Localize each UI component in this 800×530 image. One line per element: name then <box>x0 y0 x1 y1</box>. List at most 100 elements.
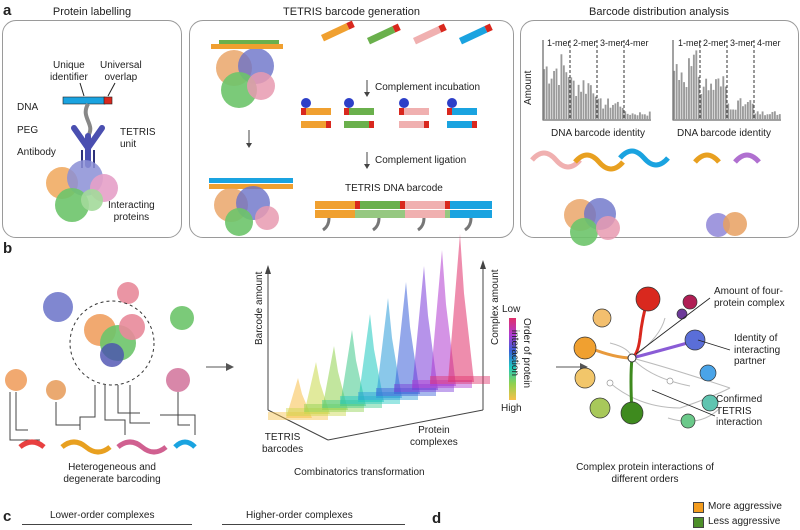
histogram-bar <box>555 68 558 120</box>
tetris-dna-barcode-label: TETRIS DNA barcode <box>345 183 443 194</box>
histogram-bar <box>592 93 595 120</box>
histogram-bar <box>769 114 771 120</box>
density-ridge <box>340 330 366 406</box>
density-band <box>322 400 382 408</box>
histogram-bar <box>562 65 565 120</box>
histogram-bar <box>636 115 639 120</box>
barcode-generation-title: TETRIS barcode generation <box>283 6 420 18</box>
hist2-mer-2: 2-mer <box>703 38 727 48</box>
density-band <box>286 408 346 416</box>
histogram-bar <box>727 103 730 120</box>
interaction-network <box>573 286 731 429</box>
tetris-barcodes-label: TETRIS barcodes <box>262 432 304 455</box>
barcode-distribution-title: Barcode distribution analysis <box>588 6 730 18</box>
more-aggressive-swatch <box>693 502 704 513</box>
histogram-bar <box>639 112 641 120</box>
histogram-bar <box>607 98 609 120</box>
histogram-bar <box>553 70 555 120</box>
less-aggressive-label: Less aggressive <box>708 516 781 527</box>
combinatorics-3d-plot <box>265 234 490 441</box>
tetris-unit-label: TETRIS unit <box>120 127 156 150</box>
histogram-bar <box>739 98 742 120</box>
histogram-bar <box>715 79 717 120</box>
histogram-bar <box>599 98 602 120</box>
protein-complexes-label: Protein complexes <box>410 425 458 448</box>
histogram-bar <box>778 114 781 120</box>
dna-label: DNA <box>17 102 39 113</box>
histogram-bar <box>609 107 612 120</box>
density-ridge <box>412 266 438 390</box>
hist2-mer-4: 4-mer <box>757 38 781 48</box>
histogram-bar <box>719 86 722 120</box>
higher-order-bracket <box>222 524 405 525</box>
arrow-right-icon <box>206 363 234 371</box>
histogram-bar <box>629 114 632 120</box>
density-ridge <box>394 282 420 394</box>
histogram-bar <box>643 114 646 120</box>
histogram-bar <box>754 113 757 120</box>
barcode-distribution-box <box>520 20 799 238</box>
histogram-bar <box>641 114 644 120</box>
histogram-bar <box>589 85 592 120</box>
histogram-bar <box>602 108 605 120</box>
antibody-label: Antibody <box>17 147 56 158</box>
heterogeneous-barcoding-illustration <box>5 282 197 455</box>
scale-low-label: Low <box>502 304 521 315</box>
complex-orders-label: Complex protein interactions of differen… <box>576 462 714 485</box>
histogram-bar <box>732 109 735 120</box>
histogram-bar <box>624 111 627 120</box>
complement-ligation-label: Complement ligation <box>375 155 467 166</box>
confirmed-interaction-label: Confirmed TETRIS interaction <box>716 394 763 428</box>
histogram-bar <box>717 78 720 120</box>
identity-partner-label: Identity of interacting partner <box>734 333 781 367</box>
lower-order-label: Lower-order complexes <box>50 510 155 521</box>
hist2-x-label: DNA barcode identity <box>677 128 771 139</box>
hist1-mer-4: 4-mer <box>625 38 649 48</box>
histogram-bar <box>560 54 563 120</box>
universal-overlap-label: Universal overlap <box>100 60 142 83</box>
histogram-bar <box>695 50 698 120</box>
density-ridge <box>322 346 348 410</box>
hist1-mer-2: 2-mer <box>573 38 597 48</box>
histogram-bar <box>558 84 560 120</box>
histogram-bar <box>575 95 578 120</box>
histogram-bar <box>594 96 597 120</box>
histogram-bar <box>773 111 776 120</box>
unique-identifier-label: Unique identifier <box>50 60 88 83</box>
density-band <box>394 384 454 392</box>
density-band <box>304 404 364 412</box>
histogram-bar <box>634 114 636 120</box>
panel-letter-b: b <box>3 240 13 257</box>
density-band <box>340 396 400 404</box>
histogram-bar <box>678 80 681 120</box>
histogram-bar <box>567 77 570 120</box>
density-band <box>376 388 436 396</box>
hist1-mer-1: 1-mer <box>547 38 571 48</box>
histogram-bar <box>724 86 727 120</box>
histogram-bar <box>722 76 725 120</box>
histogram-bar <box>751 103 754 120</box>
histogram-bar <box>572 80 575 120</box>
histogram-bar <box>702 86 705 120</box>
histogram-bar <box>710 83 712 120</box>
density-band <box>430 376 490 384</box>
histogram-bar <box>646 115 649 120</box>
more-aggressive-label: More aggressive <box>708 501 782 512</box>
lower-order-bracket <box>22 524 192 525</box>
histogram-bar <box>570 77 573 120</box>
histogram-bar <box>761 111 764 120</box>
histogram-bar <box>545 66 548 120</box>
barcode-amount-label: Barcode amount <box>254 271 265 345</box>
histogram-bar <box>548 83 551 120</box>
histogram-bar <box>621 107 624 120</box>
hist1-mer-3: 3-mer <box>600 38 624 48</box>
combinatorics-label: Combinatorics transformation <box>294 467 425 478</box>
density-band <box>412 380 472 388</box>
histogram-bar <box>612 104 614 120</box>
histogram-bar <box>619 106 622 120</box>
histogram-bar <box>597 98 600 120</box>
histogram-bar <box>776 114 779 120</box>
histogram-bar <box>749 100 752 120</box>
scale-high-label: High <box>501 403 522 414</box>
density-band <box>268 412 328 420</box>
